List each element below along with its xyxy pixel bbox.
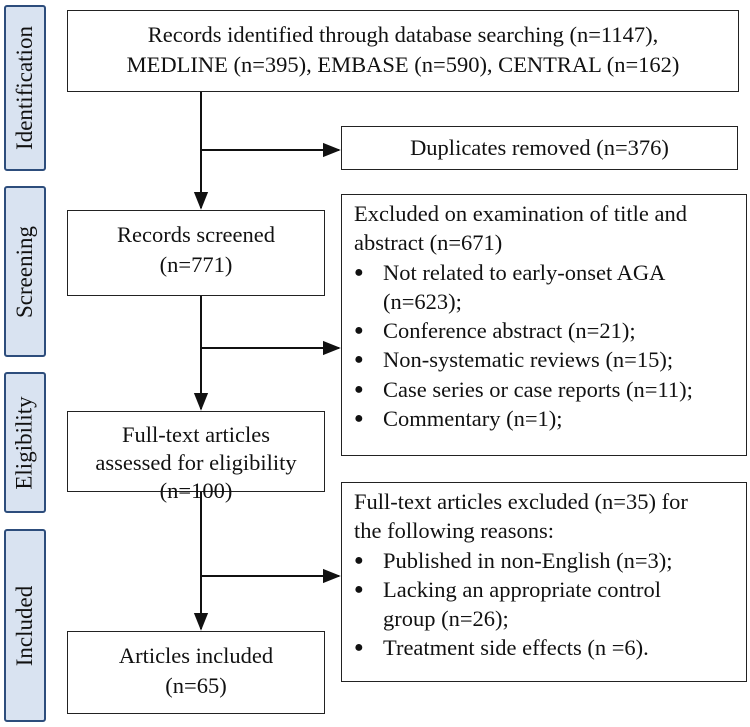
bullet-icon: ● <box>354 551 364 569</box>
list-item: ● Not related to early-onset AGA <box>354 258 736 287</box>
excluded-fulltext-header1: Full-text articles excluded (n=35) for <box>354 489 688 514</box>
excluded-fulltext-item: Lacking an appropriate control <box>383 576 662 602</box>
bullet-icon: ● <box>354 322 364 340</box>
articles-included-line2: (n=65) <box>165 673 227 698</box>
excluded-title-header1: Excluded on examination of title and <box>354 201 688 226</box>
excluded-title-abstract-box: Excluded on examination of title and abs… <box>341 194 747 456</box>
list-item: ● Conference abstract (n=21); <box>354 316 736 345</box>
duplicates-removed-box: Duplicates removed (n=376) <box>341 126 738 170</box>
records-identified-line1: Records identified through database sear… <box>147 22 659 47</box>
duplicates-removed-text: Duplicates removed (n=376) <box>410 135 669 160</box>
fulltext-assessed-line2: assessed for eligibility <box>95 450 297 475</box>
records-screened-line1: Records screened <box>116 222 276 247</box>
excluded-title-item: Not related to early-onset AGA <box>383 259 666 285</box>
records-identified-line2: MEDLINE (n=395), EMBASE (n=590), CENTRAL… <box>126 52 680 77</box>
excluded-fulltext-header2: the following reasons: <box>354 518 554 544</box>
records-screened-line2: (n=771) <box>159 252 233 277</box>
bullet-icon: ● <box>354 380 364 398</box>
stage-included: Included <box>4 529 46 722</box>
list-item: ● Published in non-English (n=3); <box>354 546 736 575</box>
excluded-title-header2: abstract (n=671) <box>354 230 503 256</box>
excluded-title-item-continuation: (n=623); <box>383 288 462 314</box>
excluded-fulltext-item-continuation: group (n=26); <box>383 606 509 632</box>
articles-included-box: Articles included (n=65) <box>67 631 325 714</box>
excluded-fulltext-item: Treatment side effects (n =6). <box>383 635 649 661</box>
bullet-icon: ● <box>354 580 364 598</box>
list-item: ● Non-systematic reviews (n=15); <box>354 345 736 374</box>
fulltext-assessed-line3: (n=100) <box>159 478 233 503</box>
list-item: ● Commentary (n=1); <box>354 404 736 433</box>
bullet-icon: ● <box>354 410 364 428</box>
articles-included-line1: Articles included <box>118 643 274 668</box>
stage-screening: Screening <box>4 186 46 357</box>
stage-identification: Identification <box>4 5 46 171</box>
excluded-fulltext-item: Published in non-English (n=3); <box>383 547 673 573</box>
fulltext-assessed-line1: Full-text articles <box>121 422 271 447</box>
records-identified-box: Records identified through database sear… <box>67 10 739 92</box>
bullet-icon: ● <box>354 351 364 369</box>
records-screened-box: Records screened (n=771) <box>67 210 325 296</box>
excluded-fulltext-box: Full-text articles excluded (n=35) for t… <box>341 482 747 682</box>
list-item: ● Lacking an appropriate control <box>354 575 736 604</box>
list-item: ● Case series or case reports (n=11); <box>354 375 736 404</box>
excluded-title-item: Non-systematic reviews (n=15); <box>383 347 674 373</box>
bullet-icon: ● <box>354 639 364 657</box>
list-item: ● Treatment side effects (n =6). <box>354 633 736 662</box>
stage-eligibility: Eligibility <box>4 372 46 513</box>
excluded-title-item: Case series or case reports (n=11); <box>383 376 693 402</box>
excluded-title-item: Commentary (n=1); <box>383 406 563 432</box>
fulltext-assessed-box: Full-text articles assessed for eligibil… <box>67 411 325 503</box>
bullet-icon: ● <box>354 263 364 281</box>
excluded-title-item: Conference abstract (n=21); <box>383 318 636 344</box>
